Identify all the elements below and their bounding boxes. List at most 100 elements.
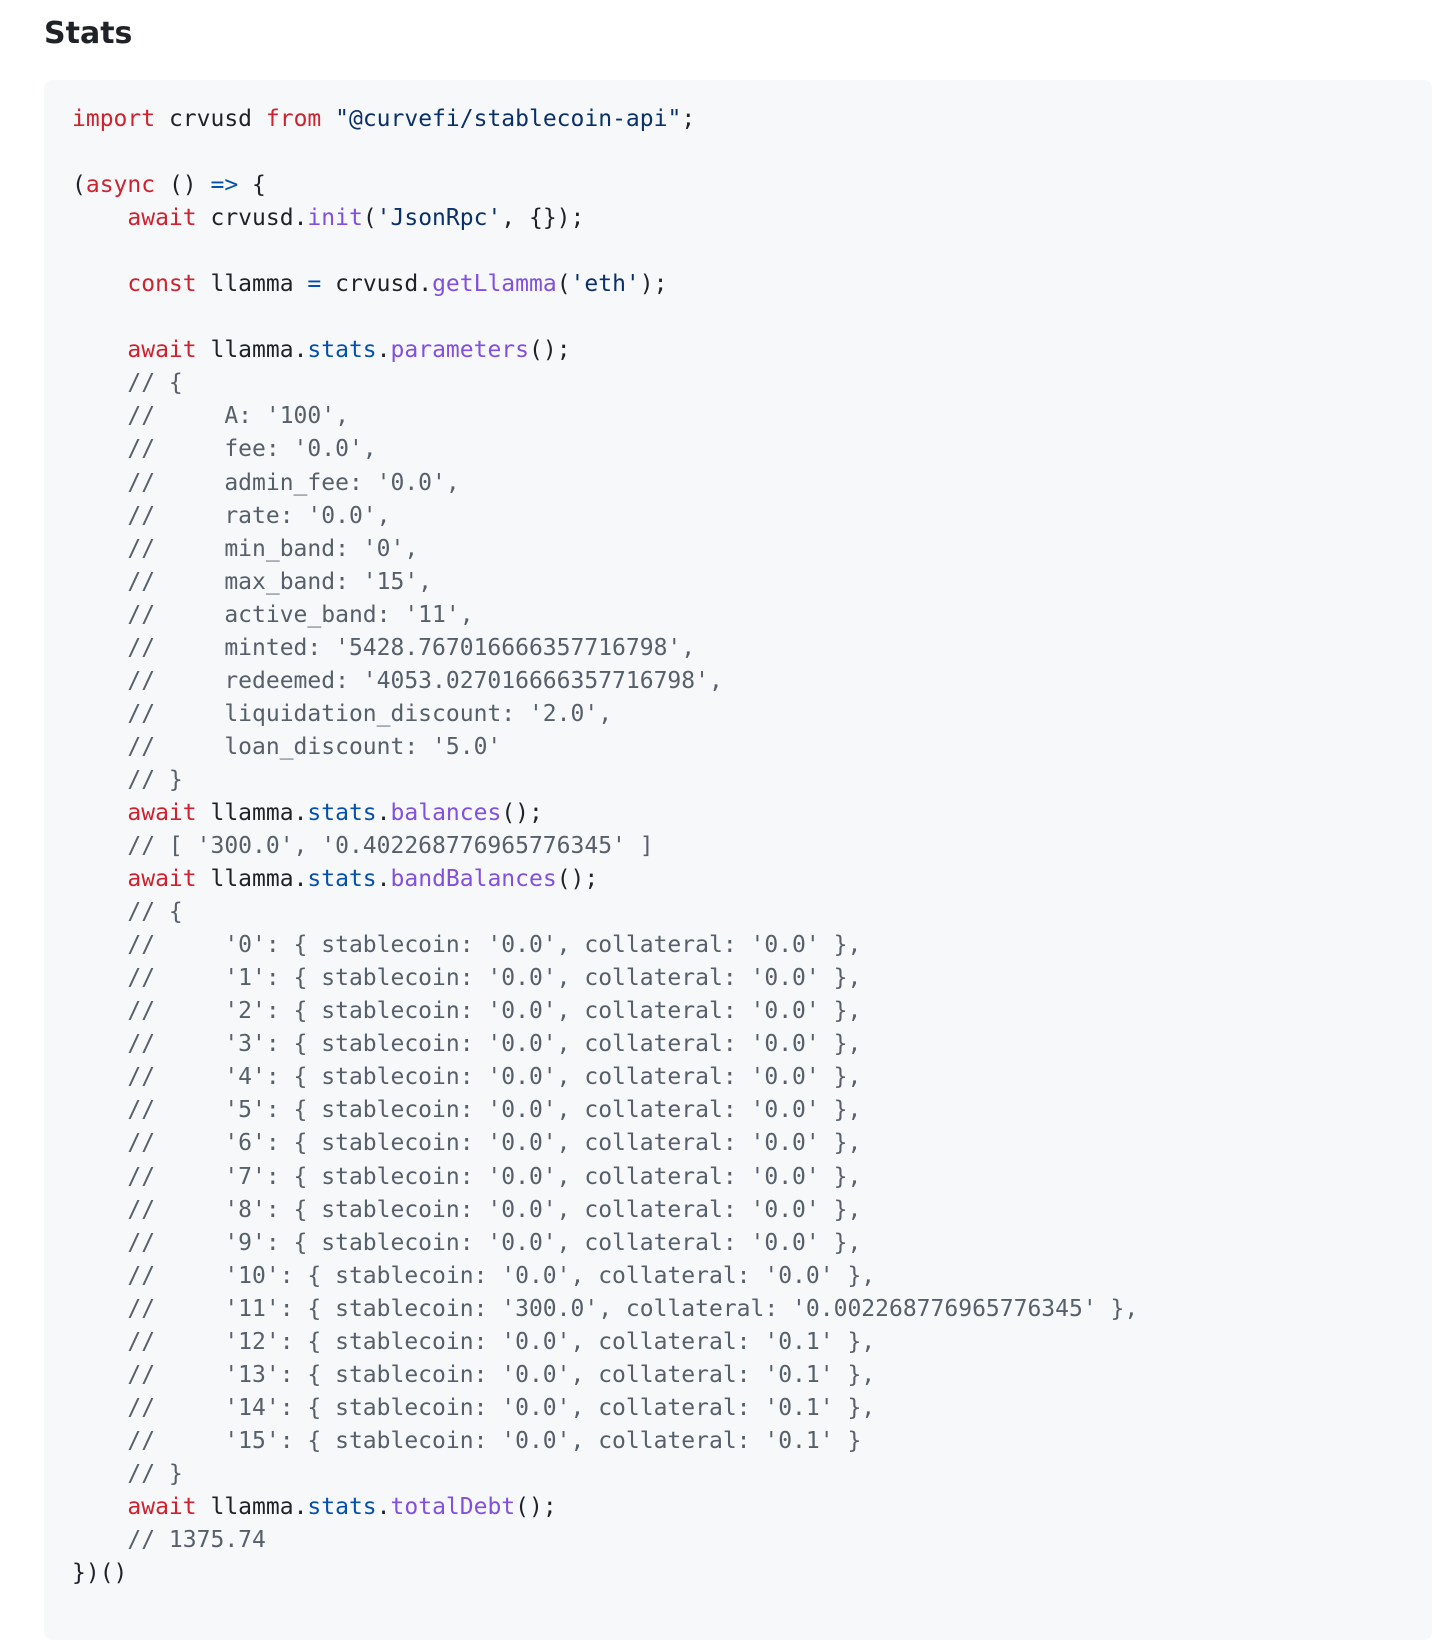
code-line: // liquidation_discount: '2.0', <box>72 698 1404 731</box>
code-token-plain <box>72 403 127 429</box>
code-token-plain: , {}); <box>501 205 585 232</box>
code-line: // '2': { stablecoin: '0.0', collateral:… <box>72 995 1404 1028</box>
code-token-plain: })() <box>72 1560 128 1587</box>
code-token-keyword: from <box>265 106 322 132</box>
code-token-plain <box>72 1031 127 1057</box>
code-line: (async () => { <box>72 169 1404 202</box>
code-token-plain: . <box>376 337 391 364</box>
code-line: await crvusd.init('JsonRpc', {}); <box>72 202 1404 235</box>
code-line: const llamma = crvusd.getLlamma('eth'); <box>72 268 1404 301</box>
code-token-comment: // redeemed: '4053.027016666357716798', <box>127 667 723 694</box>
code-token-comment: // '12': { stablecoin: '0.0', collateral… <box>127 1328 876 1355</box>
code-line: // 1375.74 <box>72 1524 1404 1557</box>
code-token-plain <box>72 337 127 363</box>
code-token-property: stats <box>307 337 377 364</box>
code-line: // [ '300.0', '0.402268776965776345' ] <box>72 830 1404 863</box>
code-token-plain: ( <box>72 172 86 199</box>
code-token-comment: // } <box>127 1460 183 1487</box>
code-token-function: init <box>307 205 363 232</box>
code-token-plain <box>72 1494 127 1520</box>
code-line: // A: '100', <box>72 400 1404 433</box>
code-token-keyword: await <box>127 337 197 364</box>
code-token-property: stats <box>307 799 377 826</box>
code-block: import crvusd from "@curvefi/stablecoin-… <box>44 80 1432 1640</box>
code-token-plain <box>72 1230 127 1256</box>
code-line: // redeemed: '4053.027016666357716798', <box>72 665 1404 698</box>
code-token-plain <box>72 701 127 727</box>
code-line: await llamma.stats.bandBalances(); <box>72 863 1404 896</box>
code-token-plain: ( <box>362 205 377 232</box>
code-token-plain: llamma. <box>196 866 308 893</box>
code-token-comment: // '3': { stablecoin: '0.0', collateral:… <box>127 1031 862 1058</box>
code-token-operator: => <box>210 172 239 199</box>
code-line: // '0': { stablecoin: '0.0', collateral:… <box>72 929 1404 962</box>
code-token-plain <box>72 205 127 231</box>
code-token-string: "@curvefi/stablecoin-api" <box>335 106 682 132</box>
code-token-comment: // '10': { stablecoin: '0.0', collateral… <box>127 1262 876 1289</box>
code-line: // fee: '0.0', <box>72 433 1404 466</box>
code-token-plain <box>72 271 127 297</box>
code-token-keyword: await <box>127 866 197 893</box>
code-token-plain <box>72 1296 127 1322</box>
code-line: // '10': { stablecoin: '0.0', collateral… <box>72 1260 1404 1293</box>
code-token-string: 'eth' <box>570 271 640 298</box>
code-token-comment: // '15': { stablecoin: '0.0', collateral… <box>127 1427 862 1454</box>
code-line: // { <box>72 896 1404 929</box>
code-token-keyword: await <box>127 799 197 826</box>
code-token-string: 'JsonRpc' <box>376 205 502 232</box>
code-line: await llamma.stats.parameters(); <box>72 334 1404 367</box>
code-token-property: stats <box>307 866 377 893</box>
code-token-comment: // } <box>127 766 183 793</box>
code-token-plain: . <box>376 1493 391 1520</box>
code-token-plain <box>72 1164 127 1190</box>
code-line: import crvusd from "@curvefi/stablecoin-… <box>72 103 1404 136</box>
code-token-function: parameters <box>390 337 530 364</box>
code-token-plain <box>72 1197 127 1223</box>
code-token-comment: // '1': { stablecoin: '0.0', collateral:… <box>127 965 862 992</box>
code-token-comment: // A: '100', <box>127 403 349 430</box>
code-line: // '5': { stablecoin: '0.0', collateral:… <box>72 1094 1404 1127</box>
code-token-plain: llamma. <box>196 1493 308 1520</box>
code-token-plain <box>72 470 127 496</box>
code-line: // '1': { stablecoin: '0.0', collateral:… <box>72 962 1404 995</box>
code-token-comment: // 1375.74 <box>127 1527 266 1554</box>
code-token-plain: ; <box>681 106 696 132</box>
code-token-plain <box>72 833 127 859</box>
code-token-plain <box>72 1395 127 1421</box>
code-token-function: totalDebt <box>390 1493 516 1520</box>
code-token-plain: crvusd <box>155 106 266 132</box>
code-token-comment: // min_band: '0', <box>127 535 419 562</box>
code-token-plain: ); <box>639 271 668 298</box>
code-line: // '6': { stablecoin: '0.0', collateral:… <box>72 1127 1404 1160</box>
code-token-plain <box>72 965 127 991</box>
code-line: // } <box>72 1458 1404 1491</box>
code-token-comment: // fee: '0.0', <box>127 436 377 463</box>
code-token-comment: // loan_discount: '5.0' <box>127 733 502 760</box>
code-token-plain <box>72 1064 127 1090</box>
code-line: await llamma.stats.totalDebt(); <box>72 1491 1404 1524</box>
code-token-plain: ( <box>556 271 571 298</box>
code-line: // '8': { stablecoin: '0.0', collateral:… <box>72 1194 1404 1227</box>
code-token-comment: // { <box>127 370 183 397</box>
code-token-comment: // { <box>127 899 183 926</box>
code-line <box>72 235 1404 268</box>
code-line: // '13': { stablecoin: '0.0', collateral… <box>72 1359 1404 1392</box>
code-token-plain: crvusd. <box>321 271 433 298</box>
code-token-function: bandBalances <box>390 866 557 893</box>
code-token-comment: // '9': { stablecoin: '0.0', collateral:… <box>127 1229 862 1256</box>
code-line: })() <box>72 1557 1404 1590</box>
code-token-plain <box>72 1097 127 1123</box>
code-line: // max_band: '15', <box>72 566 1404 599</box>
code-line: // min_band: '0', <box>72 533 1404 566</box>
code-token-plain: () <box>155 172 211 199</box>
code-token-keyword: await <box>127 1493 197 1520</box>
code-token-function: balances <box>390 799 502 826</box>
code-token-property: stats <box>307 1493 377 1520</box>
code-line: // '15': { stablecoin: '0.0', collateral… <box>72 1425 1404 1458</box>
code-token-comment: // minted: '5428.767016666357716798', <box>127 634 696 661</box>
code-line: // '12': { stablecoin: '0.0', collateral… <box>72 1326 1404 1359</box>
code-line: // '4': { stablecoin: '0.0', collateral:… <box>72 1061 1404 1094</box>
code-token-plain: (); <box>529 337 571 364</box>
code-token-comment: // '5': { stablecoin: '0.0', collateral:… <box>127 1097 862 1124</box>
